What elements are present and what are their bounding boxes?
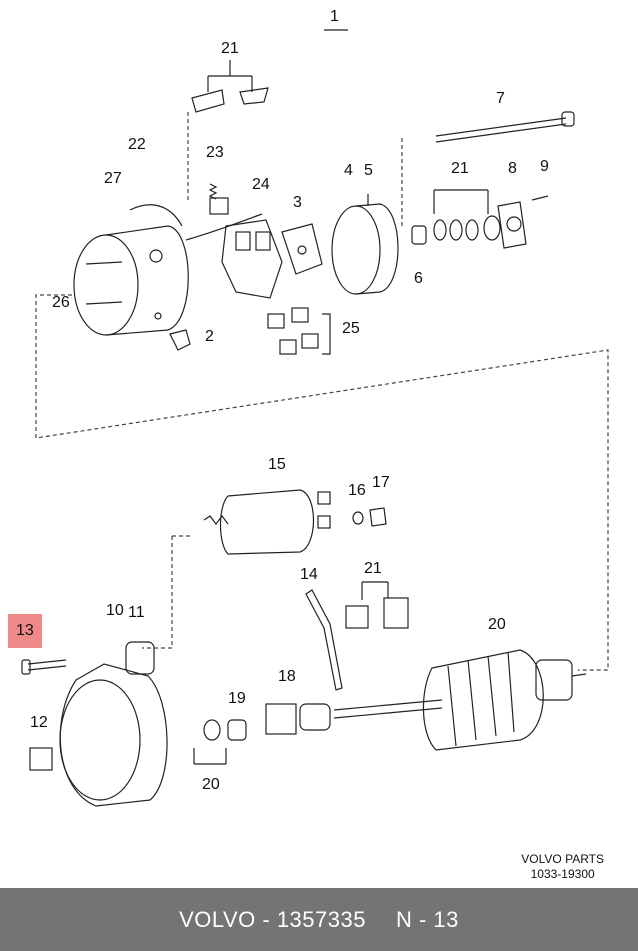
label-10: 10 bbox=[106, 602, 124, 619]
label-16: 16 bbox=[348, 482, 366, 499]
label-12: 12 bbox=[30, 714, 48, 731]
diagram-caption: VOLVO PARTS 1033-19300 bbox=[521, 852, 604, 882]
diagram-title-number: 1 bbox=[330, 8, 339, 25]
footer-position-reference: N - 13 bbox=[395, 906, 459, 932]
label-9: 9 bbox=[540, 158, 549, 175]
label-21-top: 21 bbox=[221, 40, 239, 57]
label-15: 15 bbox=[268, 456, 286, 473]
label-6: 6 bbox=[414, 270, 423, 287]
label-2: 2 bbox=[205, 328, 214, 345]
footer-part-reference: VOLVO - 1357335 bbox=[179, 906, 366, 932]
caption-brand: VOLVO PARTS bbox=[521, 852, 604, 866]
footer-bar: VOLVO - 1357335 N - 13 bbox=[0, 888, 638, 951]
label-20-armature: 20 bbox=[488, 616, 506, 633]
label-5: 5 bbox=[364, 162, 373, 179]
label-7: 7 bbox=[496, 90, 505, 107]
label-17: 17 bbox=[372, 474, 390, 491]
label-23: 23 bbox=[206, 144, 224, 161]
label-21-upper-right: 21 bbox=[451, 160, 469, 177]
label-14: 14 bbox=[300, 566, 318, 583]
caption-code: 1033-19300 bbox=[530, 867, 595, 881]
label-8: 8 bbox=[508, 160, 517, 177]
label-22: 22 bbox=[128, 136, 146, 153]
label-11: 11 bbox=[128, 604, 145, 621]
label-25: 25 bbox=[342, 320, 360, 337]
exploded-parts-diagram: 1 21 22 23 27 24 3 4 5 7 21 8 9 6 26 2 2… bbox=[8, 8, 609, 882]
label-21-lower: 21 bbox=[364, 560, 382, 577]
label-24: 24 bbox=[252, 176, 270, 193]
highlighted-part-marker bbox=[8, 614, 42, 648]
label-13-highlighted: 13 bbox=[16, 622, 34, 639]
label-4: 4 bbox=[344, 162, 353, 179]
label-27: 27 bbox=[104, 170, 122, 187]
label-26: 26 bbox=[52, 294, 70, 311]
label-19: 19 bbox=[228, 690, 246, 707]
label-18: 18 bbox=[278, 668, 296, 685]
starter-motor-drawing bbox=[21, 29, 609, 807]
label-20-rings: 20 bbox=[202, 776, 220, 793]
label-3: 3 bbox=[293, 194, 302, 211]
